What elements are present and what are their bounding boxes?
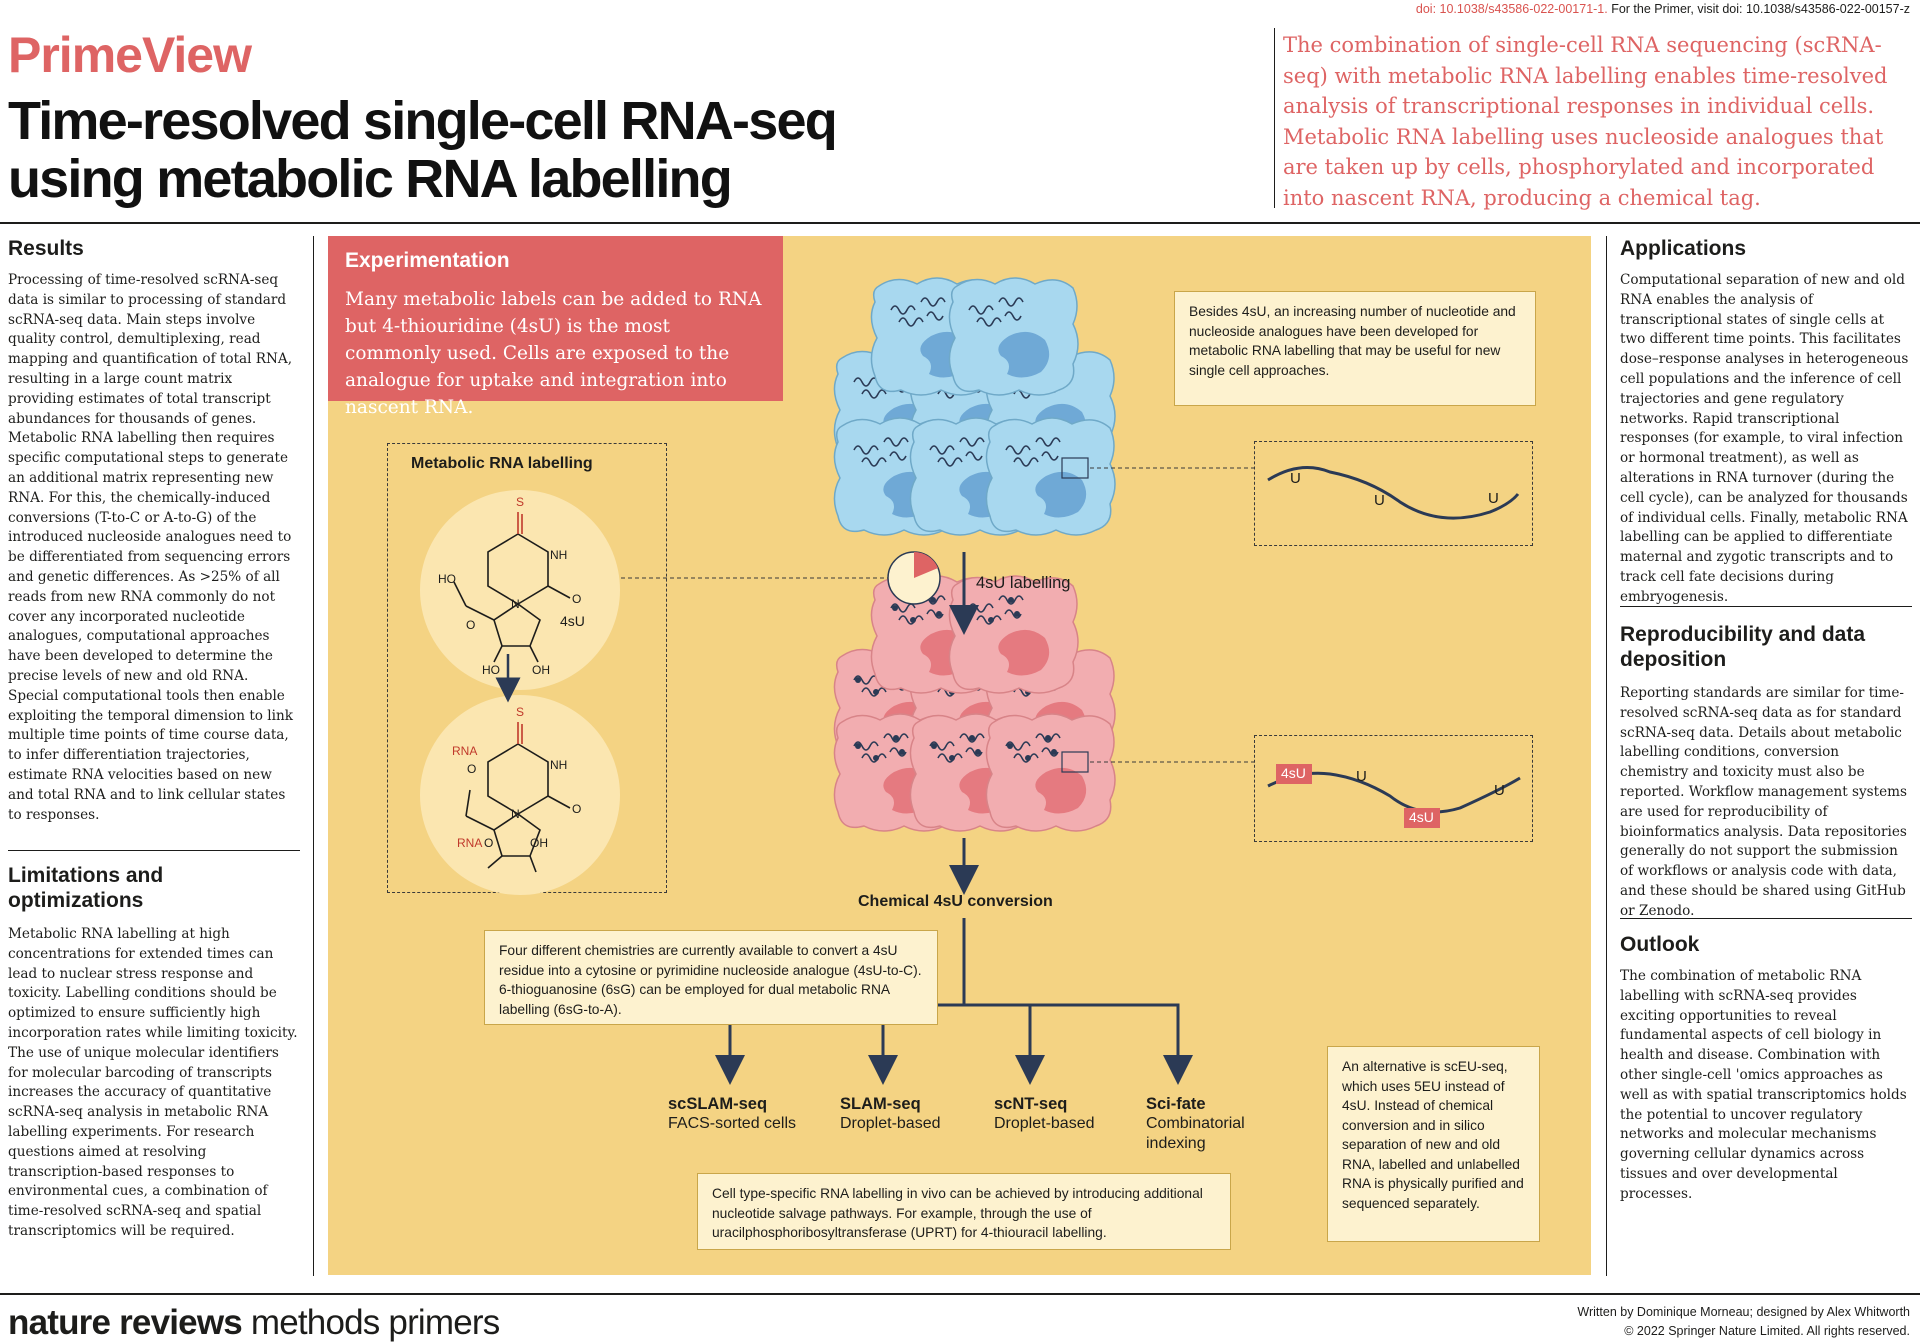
4su-tag-1 xyxy=(1276,764,1312,784)
o-label-3prime: O xyxy=(484,836,494,850)
zoom-marker-old xyxy=(1061,457,1089,479)
title-line-2: using metabolic RNA labelling xyxy=(8,149,733,209)
o-ring-top: O xyxy=(466,618,476,632)
n-atom-bottom: N xyxy=(511,807,520,821)
intro-text: The combination of single-cell RNA seque… xyxy=(1283,33,1888,210)
nh-atom-top: NH xyxy=(550,548,568,562)
method-branch xyxy=(728,1003,1180,1052)
method-scifate-desc: Combinatorial indexing xyxy=(1146,1115,1245,1152)
method-scnt-desc: Droplet-based xyxy=(994,1115,1095,1132)
doi-primer: For the Primer, visit doi: 10.1038/s4358… xyxy=(1607,2,1910,16)
limitations-section: Limitations and optimizations Metabolic … xyxy=(8,863,298,1242)
4su-tag-2 xyxy=(1404,808,1440,828)
method-scifate-name: Sci-fate xyxy=(1146,1095,1206,1113)
credits-copyright: © 2022 Springer Nature Limited. All righ… xyxy=(1624,1324,1910,1338)
4su-molecule-label: 4sU xyxy=(560,613,585,629)
old-rna-strand xyxy=(1267,466,1520,520)
s-atom-bottom: S xyxy=(516,705,525,719)
u-residue-old-1: U xyxy=(1290,470,1301,487)
method-scslam-name: scSLAM-seq xyxy=(668,1095,768,1113)
limitations-text: Metabolic RNA labelling at high concentr… xyxy=(8,926,298,1239)
reproducibility-heading: Reproducibility and data deposition xyxy=(1620,623,1866,671)
experimentation-text: Many metabolic labels can be added to RN… xyxy=(345,289,762,418)
experimentation-title: Experimentation xyxy=(345,249,510,272)
outlook-heading: Outlook xyxy=(1620,933,1700,956)
journal-logo: nature reviews methods primers xyxy=(8,1303,500,1343)
footer-divider xyxy=(0,1293,1920,1295)
applications-section: Applications Computational separation of… xyxy=(1620,236,1910,608)
left-column-rule xyxy=(313,236,314,1276)
method-scslam-desc: FACS-sorted cells xyxy=(668,1115,797,1132)
new-rna-strand xyxy=(1267,771,1521,814)
nh-atom-bottom: NH xyxy=(550,758,568,772)
labelled-cells xyxy=(833,575,1116,832)
credits-authors: Written by Dominique Morneau; designed b… xyxy=(1577,1305,1910,1319)
intro-divider xyxy=(1274,28,1275,208)
brand-label: PrimeView xyxy=(8,27,252,83)
new-rna-box xyxy=(1254,735,1533,842)
u-residue-old-2: U xyxy=(1374,492,1385,509)
unlabelled-cells xyxy=(833,277,1116,536)
rna-label-3prime: RNA xyxy=(457,836,483,850)
labelled-structure xyxy=(465,722,571,873)
4su-molecule-bg xyxy=(420,490,620,690)
ho-label-top: HO xyxy=(438,572,456,586)
header-divider xyxy=(0,222,1920,224)
in-vivo-note: Cell type-specific RNA labelling in vivo… xyxy=(697,1173,1231,1250)
outlook-section: Outlook The combination of metabolic RNA… xyxy=(1620,932,1910,1205)
4su-structure xyxy=(453,512,571,663)
right-column-rule xyxy=(1606,236,1607,1276)
timer-icon xyxy=(887,551,941,605)
method-scnt-name: scNT-seq xyxy=(994,1095,1068,1113)
journal-name-rest: methods primers xyxy=(241,1303,500,1342)
results-heading: Results xyxy=(8,237,84,260)
labelling-title: Metabolic RNA labelling xyxy=(411,455,593,472)
old-rna-box xyxy=(1254,441,1533,546)
right-divider-2 xyxy=(1620,918,1912,919)
o-atom-top: O xyxy=(572,592,582,606)
sceu-seq-note: An alternative is scEU-seq, which uses 5… xyxy=(1327,1046,1540,1242)
applications-heading: Applications xyxy=(1620,237,1747,260)
doi-article[interactable]: doi: 10.1038/s43586-022-00171-1. xyxy=(1415,2,1608,16)
applications-text: Computational separation of new and old … xyxy=(1620,272,1909,605)
title-line-1: Time-resolved single-cell RNA-seq xyxy=(8,91,838,151)
page-title: Time-resolved single-cell RNA-seq using … xyxy=(8,92,1248,208)
results-text: Processing of time-resolved scRNA-seq da… xyxy=(8,272,293,823)
method-slam-desc: Droplet-based xyxy=(840,1115,941,1132)
experimentation-box xyxy=(328,236,783,401)
o-atom-bottom: O xyxy=(572,802,582,816)
oh-label-bottom: OH xyxy=(530,836,548,850)
s-atom-top: S xyxy=(516,495,525,509)
reproducibility-text: Reporting standards are similar for time… xyxy=(1620,685,1908,919)
zoom-marker-new xyxy=(1061,751,1089,773)
n-atom-top: N xyxy=(511,597,520,611)
reproducibility-section: Reproducibility and data deposition Repo… xyxy=(1620,622,1910,922)
ho-label-bottom: HO xyxy=(482,663,500,677)
oh-label-top: OH xyxy=(532,663,550,677)
rna-label-5prime: RNA xyxy=(452,744,478,758)
left-divider xyxy=(8,850,300,851)
besides-4su-note: Besides 4sU, an increasing number of nuc… xyxy=(1174,291,1536,406)
credits: Written by Dominique Morneau; designed b… xyxy=(1577,1303,1910,1341)
o-label-5prime: O xyxy=(467,762,477,776)
chemistry-note: Four different chemistries are currently… xyxy=(484,930,938,1025)
outlook-text: The combination of metabolic RNA labelli… xyxy=(1620,968,1907,1202)
method-slam-name: SLAM-seq xyxy=(840,1095,921,1113)
results-section: Results Processing of time-resolved scRN… xyxy=(8,236,298,825)
doi-line: doi: 10.1038/s43586-022-00171-1. For the… xyxy=(1416,2,1910,16)
conversion-label: Chemical 4sU conversion xyxy=(858,893,1053,910)
right-divider-1 xyxy=(1620,606,1912,607)
journal-name-bold: nature reviews xyxy=(8,1303,243,1342)
u-residue-new-2: U xyxy=(1494,782,1505,799)
4su-tag-label-1: 4sU xyxy=(1281,765,1306,781)
u-residue-old-3: U xyxy=(1488,490,1499,507)
u-residue-new-1: U xyxy=(1356,768,1367,785)
labelled-molecule-bg xyxy=(420,695,620,895)
4su-labelling-label: 4sU labelling xyxy=(976,574,1071,592)
4su-tag-label-2: 4sU xyxy=(1409,809,1434,825)
limitations-heading: Limitations and optimizations xyxy=(8,864,164,912)
